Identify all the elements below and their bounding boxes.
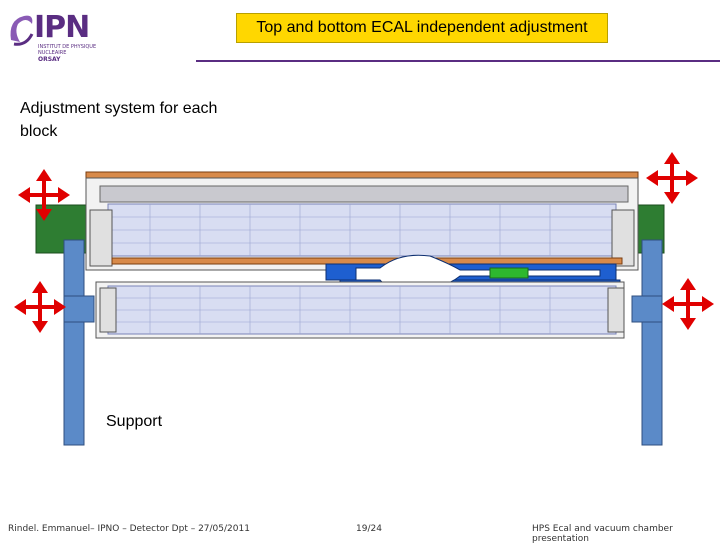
logo-text: IPN	[34, 10, 90, 45]
top-right-electronics	[611, 209, 635, 267]
left-support-post	[63, 239, 85, 446]
left-support-bracket	[63, 295, 95, 323]
adjust-arrow-icon-bottom-right	[662, 278, 714, 330]
footer-page-number: 19/24	[356, 524, 382, 534]
top-module-cover	[99, 185, 629, 203]
vacuum-flange	[489, 267, 529, 279]
top-crystal-grid	[108, 204, 616, 256]
ipn-logo: IPN INSTITUT DE PHYSIQUE NUCLEAIRE ORSAY	[4, 6, 100, 64]
footer-author: Rindel. Emmanuel– IPNO – Detector Dpt – …	[8, 524, 250, 534]
slide-title: Top and bottom ECAL independent adjustme…	[236, 13, 608, 43]
top-bottom-plate	[111, 257, 623, 265]
adjust-arrow-icon-top-right	[646, 152, 698, 204]
adjust-arrow-icon-bottom-left	[14, 281, 66, 333]
top-plate	[85, 171, 639, 179]
adjust-arrow-icon-top-left	[18, 169, 70, 221]
bottom-left-electronics	[99, 287, 117, 333]
right-support-bracket	[631, 295, 663, 323]
logo-subtitle: INSTITUT DE PHYSIQUE NUCLEAIRE	[38, 44, 97, 56]
footer-presentation: HPS Ecal and vacuum chamber presentation	[532, 524, 673, 544]
support-label: Support	[106, 413, 163, 430]
bottom-right-electronics	[607, 287, 625, 333]
logo-swirl-icon	[10, 15, 34, 46]
logo-location: ORSAY	[38, 56, 61, 63]
right-support-post	[641, 239, 663, 446]
title-underline	[196, 60, 720, 62]
top-left-electronics	[89, 209, 113, 267]
bottom-crystal-grid	[108, 286, 616, 334]
adjustment-label: Adjustment system for each block	[20, 100, 218, 140]
